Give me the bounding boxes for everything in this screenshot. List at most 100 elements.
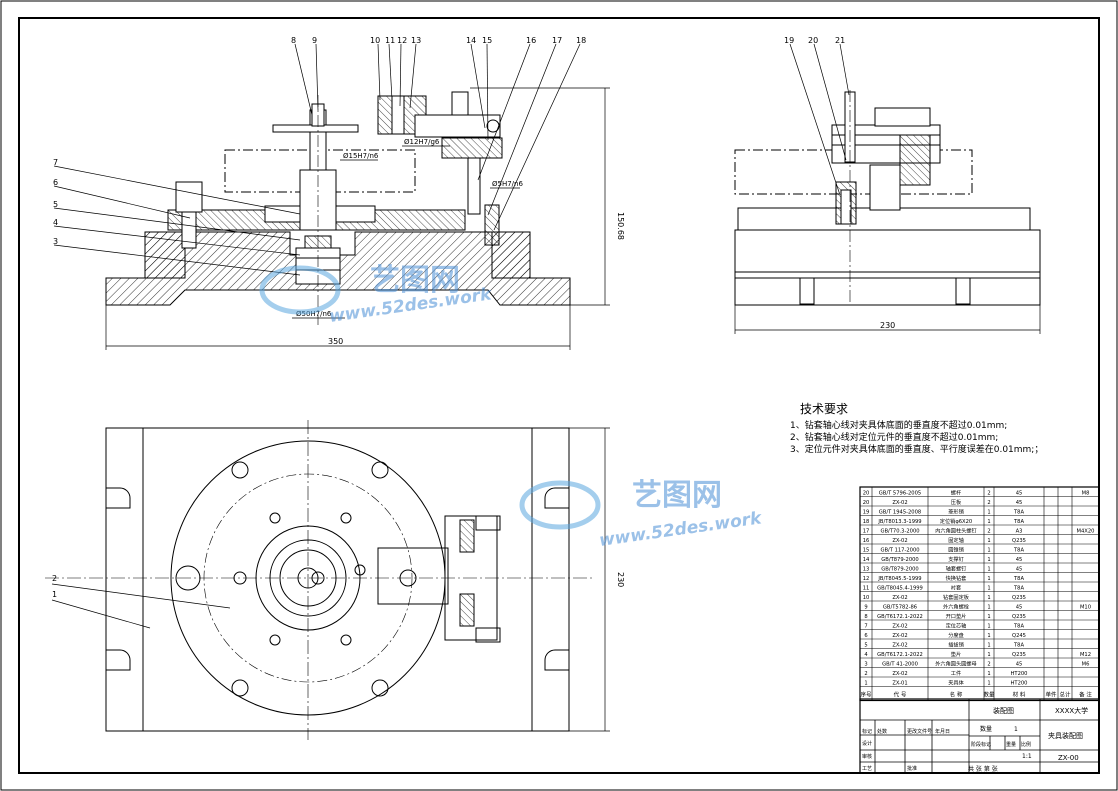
bom-name: 支撑钉	[948, 555, 964, 563]
bom-qty: 1	[987, 557, 990, 563]
bom-material: T8A	[1013, 509, 1024, 515]
callout-4: 4	[53, 218, 58, 227]
bom-name: 定位销φ6X20	[940, 517, 972, 525]
bom-qty: 1	[987, 652, 990, 658]
callout-10: 10	[370, 36, 380, 45]
bom-note: M8	[1082, 490, 1090, 496]
bom-material: Q235	[1012, 614, 1026, 620]
bom-note: M12	[1080, 652, 1091, 658]
bom-no: 4	[864, 652, 868, 658]
bom-row: 8 GB/T6172.1-2022 开口垫片 1 Q235	[860, 612, 1099, 621]
callout-15: 15	[482, 36, 492, 45]
bom-no: 17	[863, 528, 870, 534]
bom-material: HT200	[1011, 680, 1028, 686]
side-view	[734, 43, 1041, 334]
callout-9: 9	[312, 36, 317, 45]
bom-code: JB/T8045.5-1999	[877, 576, 921, 582]
tb-count: 处数	[877, 728, 887, 735]
bom-no: 18	[863, 519, 870, 525]
bom-qty: 1	[987, 576, 990, 582]
bom-material: Q245	[1012, 633, 1026, 639]
bom-no: 8	[864, 614, 867, 620]
bom-no: 13	[863, 566, 870, 572]
tb-sheets: 共 张 第 张	[968, 765, 998, 773]
tech-line-3: 3、定位元件对夹具体底面的垂直度、平行度误差在0.01mm;；	[790, 443, 1043, 455]
bom-qty: 1	[987, 509, 990, 515]
bom-note: M4X20	[1077, 528, 1095, 534]
bom-note: M6	[1082, 661, 1090, 667]
clamp-arm	[377, 547, 449, 605]
index-pin	[175, 181, 203, 213]
bom-name: 固定轴	[948, 536, 964, 544]
bom-code: GB/T70.3-2000	[880, 528, 919, 534]
callout-21: 21	[835, 36, 845, 45]
bom-name: 插拔销	[948, 640, 964, 648]
side-callouts: 19 20 21 230	[784, 36, 895, 330]
watermark-brand-1: 艺图网	[370, 263, 460, 298]
bom-code: GB/T8045.4-1999	[877, 585, 923, 591]
bom-header: 序号代 号名 称数量材 料单件总计备 注	[860, 691, 1092, 699]
bom-material: T8A	[1013, 623, 1024, 629]
bom-name: 垫片	[951, 650, 961, 658]
watermark-2: 艺图网 www.52des.work	[519, 478, 764, 551]
bom-material: 45	[1016, 490, 1023, 496]
bom-header-note: 备 注	[1079, 691, 1092, 699]
bom-code: ZX-02	[892, 642, 907, 648]
bom-name: 衬套	[951, 583, 962, 591]
bom-code: GB/T 117-2000	[880, 547, 919, 553]
bom-code: JB/T8013.3-1999	[877, 519, 921, 525]
bom-qty: 1	[987, 614, 990, 620]
bom-name: 压板	[951, 498, 962, 506]
bom-material: 45	[1016, 500, 1023, 506]
fit-label-b: Ø12H7/g6	[404, 138, 440, 146]
side-base	[734, 229, 1041, 306]
bom-name: 圆锥销	[948, 545, 964, 553]
front-view	[53, 43, 610, 350]
bom-no: 20	[863, 500, 870, 506]
tb-title: 夹具装配图	[1048, 731, 1083, 740]
bom-no: 6	[864, 633, 867, 639]
bom-header-total_w: 总计	[1059, 691, 1071, 699]
tb-change-doc: 更改文件号	[907, 728, 932, 735]
bom-material: T8A	[1013, 519, 1024, 525]
bom-code: GB/T879-2000	[881, 557, 918, 563]
bom-code: ZX-02	[892, 595, 907, 601]
bom-material: 45	[1016, 566, 1023, 572]
bom-name: 开口垫片	[946, 612, 967, 620]
bom-name: 外六角圆头圆螺母	[935, 659, 977, 667]
bom-header-name: 名 称	[950, 691, 963, 699]
bom-no: 20	[863, 490, 870, 496]
callout-17: 17	[552, 36, 562, 45]
bom-material: T8A	[1013, 547, 1024, 553]
tb-design: 设计	[862, 740, 872, 747]
bom-code: ZX-02	[892, 500, 907, 506]
tb-org: XXXX大学	[1055, 706, 1088, 715]
bom-qty: 1	[987, 538, 990, 544]
tb-date: 年月日	[935, 728, 950, 735]
bom-material: 45	[1016, 557, 1023, 563]
bom-material: Q235	[1012, 652, 1026, 658]
tb-qty-label: 数量	[980, 725, 992, 733]
bom-code: GB/T6172.1-2022	[877, 614, 923, 620]
bom-header-unit_w: 单件	[1045, 691, 1057, 699]
callout-12: 12	[397, 36, 407, 45]
tb-qty-value: 1	[1014, 726, 1018, 733]
tb-approve: 批准	[907, 765, 917, 772]
bom-code: ZX-02	[892, 538, 907, 544]
bom-no: 16	[863, 538, 870, 544]
callout-5: 5	[53, 200, 58, 209]
bom-material: Q235	[1012, 595, 1026, 601]
